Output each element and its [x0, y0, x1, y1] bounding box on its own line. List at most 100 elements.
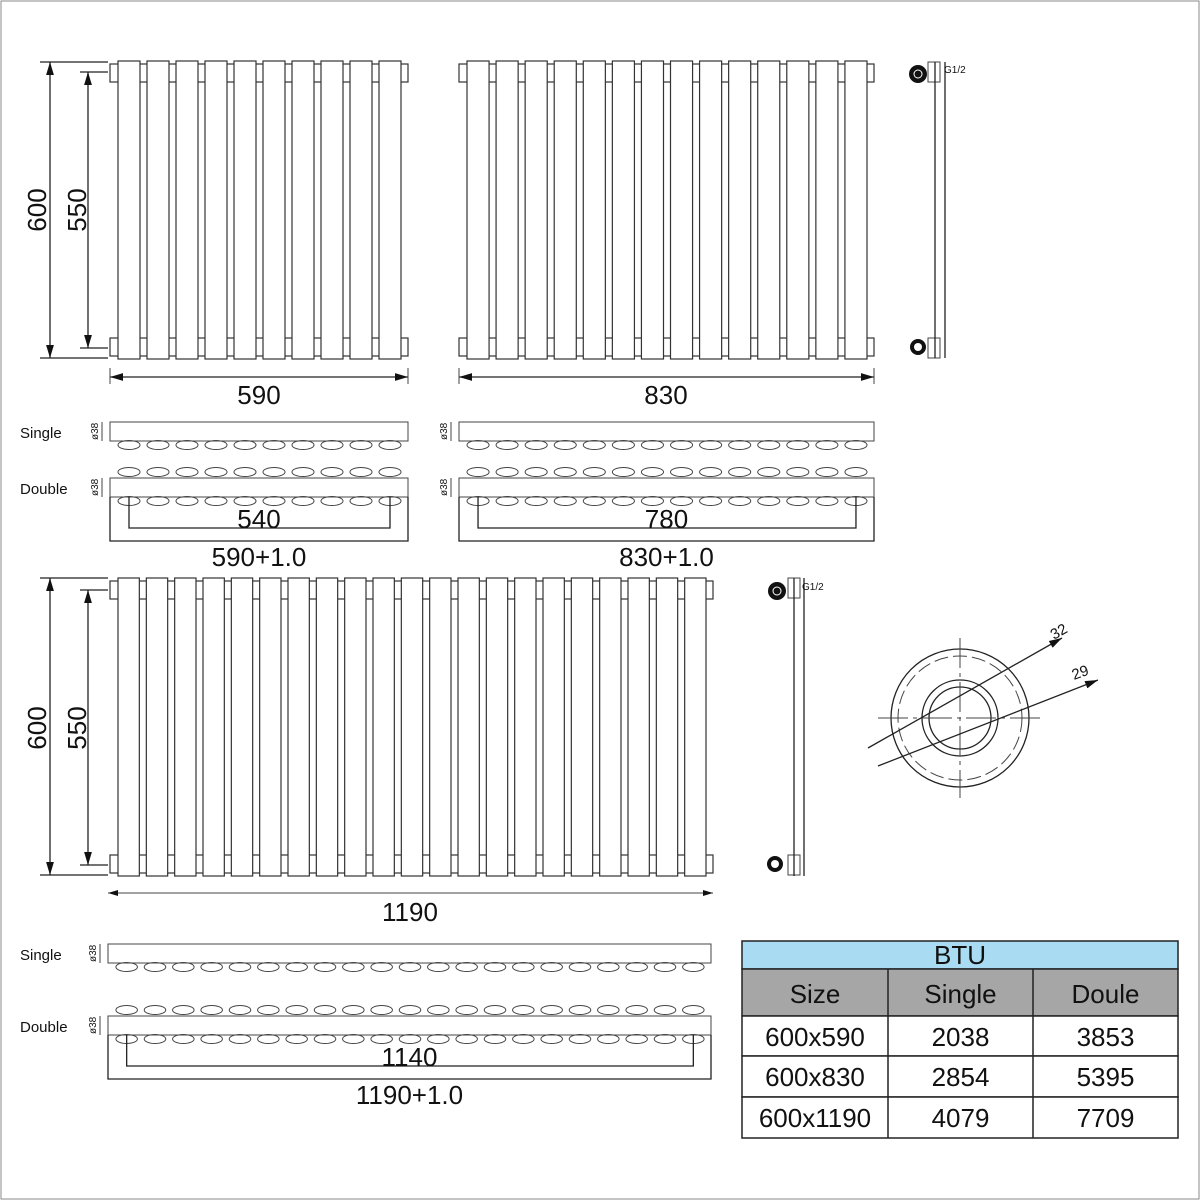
front-elevation-1190: [109, 577, 714, 877]
thread-label: G1/2: [802, 582, 824, 593]
radiator-column: [117, 577, 140, 877]
btu-cell: 7709: [1077, 1103, 1135, 1133]
radiator-column: [262, 60, 286, 360]
column-section: [597, 962, 620, 972]
side-view-bottom: G1/2: [767, 577, 824, 876]
column-section: [524, 467, 548, 477]
column-section: [568, 1005, 592, 1015]
column-section: [640, 440, 665, 450]
radiator-column: [611, 60, 636, 360]
radiator-column: [553, 60, 577, 360]
radiator-column: [466, 60, 490, 360]
column-section: [320, 496, 344, 506]
column-section: [349, 496, 373, 506]
overall-bracket: [109, 497, 409, 542]
pipe-centres-label: 780: [645, 504, 688, 534]
column-section: [611, 467, 635, 477]
column-section: [455, 1005, 478, 1015]
column-section: [172, 1005, 195, 1015]
radiator-column: [728, 60, 752, 360]
single-panel: [109, 421, 409, 442]
column-section: [524, 496, 548, 506]
width-dimension-medium: 830: [458, 368, 875, 410]
column-section: [455, 962, 478, 972]
radiator-column: [230, 577, 254, 877]
radiator-column: [844, 60, 868, 360]
btu-cell: 600x830: [765, 1062, 865, 1092]
single-label: Single: [20, 947, 62, 964]
radiator-column: [320, 60, 344, 360]
btu-cell: 4079: [932, 1103, 990, 1133]
radiator-column: [457, 577, 480, 877]
column-section: [483, 1005, 507, 1015]
radiator-column: [640, 60, 665, 360]
thread-label: G1/2: [944, 65, 966, 76]
column-section: [653, 962, 677, 972]
column-section: [582, 467, 606, 477]
radiator-column: [344, 577, 367, 877]
valve-icon: [909, 65, 927, 83]
column-section: [640, 496, 665, 506]
column-section: [349, 467, 373, 477]
column-section: [483, 1034, 507, 1044]
diameter-label: ø38: [88, 944, 99, 962]
column-section: [175, 496, 199, 506]
column-section: [204, 467, 228, 477]
centres-label: 550: [62, 188, 92, 231]
btu-cell: 5395: [1077, 1062, 1135, 1092]
column-section: [262, 496, 286, 506]
double-panel: [109, 477, 409, 498]
column-section: [349, 440, 373, 450]
radiator-column: [698, 60, 723, 360]
radiator-column: [542, 577, 565, 877]
radiator-column: [582, 60, 606, 360]
column-section: [699, 467, 723, 477]
width-label: 1190: [382, 897, 438, 927]
radiator-column: [259, 577, 282, 877]
column-section: [262, 440, 286, 450]
column-section: [640, 467, 665, 477]
column-section: [597, 1034, 620, 1044]
column-section: [172, 962, 195, 972]
column-section: [262, 467, 286, 477]
column-section: [342, 962, 365, 972]
radiator-column: [146, 60, 170, 360]
column-section: [582, 440, 606, 450]
radiator-column: [378, 60, 402, 360]
radiator-column: [174, 577, 197, 877]
overall-width-label: 590+1.0: [212, 542, 307, 572]
column-section: [313, 962, 337, 972]
column-section: [611, 496, 635, 506]
column-section: [844, 440, 868, 450]
column-section: [540, 1005, 563, 1015]
btu-cell: 2854: [932, 1062, 990, 1092]
front-elevation-590: [109, 60, 409, 360]
column-section: [115, 1005, 138, 1015]
column-section: [233, 440, 257, 450]
radiator-column: [400, 577, 424, 877]
column-section: [682, 962, 705, 972]
width-dimension-large: 1190: [108, 890, 713, 927]
column-section: [143, 1034, 167, 1044]
column-section: [699, 440, 723, 450]
column-section: [844, 467, 868, 477]
side-view-top: G1/2: [909, 61, 966, 359]
column-section: [228, 962, 252, 972]
radiator-column: [757, 60, 781, 360]
pipe-cross-section: 32 29: [867, 620, 1099, 798]
column-section: [728, 467, 752, 477]
column-section: [146, 440, 170, 450]
column-section: [285, 962, 308, 972]
column-section: [257, 1034, 280, 1044]
radiator-column: [684, 577, 707, 877]
height-label: 600: [22, 188, 52, 231]
column-section: [398, 962, 422, 972]
column-section: [313, 1005, 337, 1015]
double-label: Double: [20, 1019, 68, 1036]
btu-cell: 2038: [932, 1022, 990, 1052]
column-section: [228, 1005, 252, 1015]
column-section: [427, 962, 450, 972]
